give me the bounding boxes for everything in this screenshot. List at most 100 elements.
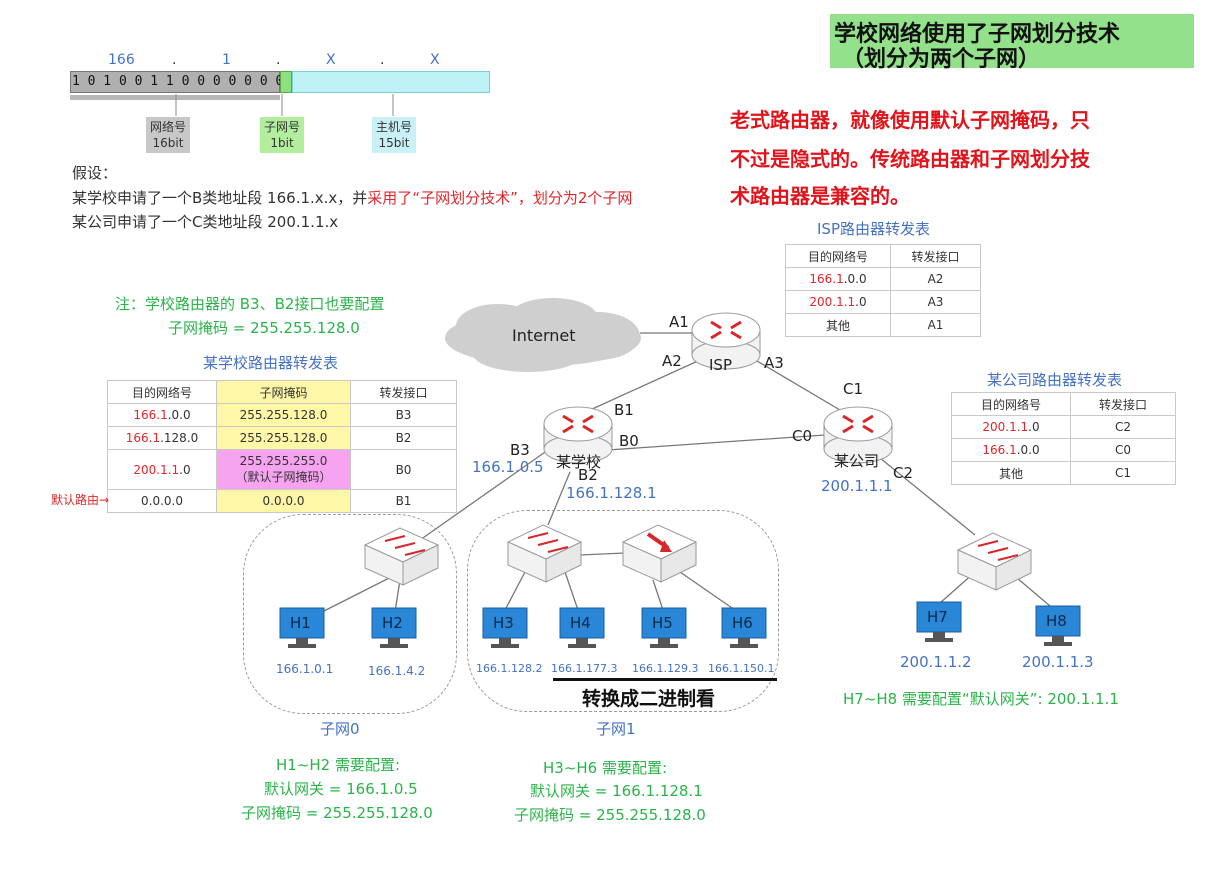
octet-label-4: X [430,52,440,68]
host-h2-ip: 166.1.4.2 [368,664,426,678]
table-row: 0.0.0.0 0.0.0.0 B1 [107,489,457,513]
assumption-heading: 假设： [72,164,118,182]
h3h6-config-gw: 默认网关 = 166.1.128.1 [530,782,703,800]
port-b2: B2 [578,466,598,484]
hub-subnet1-right-icon [621,524,698,583]
h1h2-config-gw: 默认网关 = 166.1.0.5 [264,780,418,798]
host-h6-icon [721,607,767,648]
host-bits-label: 主机号 15bit [372,117,417,153]
subnet0-region [243,514,457,714]
network-bits-label: 网络号 16bit [146,117,191,153]
school-router-icon [543,406,613,464]
internet-label: Internet [512,326,576,345]
table-row: 166.1.0.0 A2 [785,267,981,291]
host-h3-ip: 166.1.128.2 [476,662,543,675]
company-routing-table: 目的网络号 转发接口 200.1.1.0 C2 166.1.0.0 C0 其他 … [951,392,1176,485]
table-row: 166.1.0.0 C0 [951,438,1176,462]
host-h6-name: H6 [732,614,753,632]
school-routing-table: 目的网络号 子网掩码 转发接口 166.1.0.0 255.255.128.0 … [107,380,457,513]
port-c1: C1 [843,380,864,398]
table-row: 其他 A1 [785,313,981,337]
table-row: 166.1.0.0 255.255.128.0 B3 [107,403,457,427]
subnet-bit-block [280,71,292,93]
subnet0-label: 子网0 [320,720,360,738]
isp-routing-table: 目的网络号 转发接口 166.1.0.0 A2 200.1.1.0 A3 其他 … [785,244,981,337]
title-line-2: （划分为两个子网） [842,47,1041,72]
port-c0: C0 [792,427,813,445]
table-row: 其他 C1 [951,461,1176,485]
title-line-1: 学校网络使用了子网划分技术 [834,22,1121,47]
table-header-row: 目的网络号 子网掩码 转发接口 [107,380,457,404]
note-line-2: 子网掩码 = 255.255.128.0 [168,319,360,337]
company-table-title: 某公司路由器转发表 [987,371,1123,389]
isp-label: ISP [709,356,732,374]
ip-b3: 166.1.0.5 [472,458,544,476]
h7h8-config: H7~H8 需要配置“默认网关”: 200.1.1.1 [843,690,1119,708]
host-h3-name: H3 [493,614,514,632]
convert-underline [553,678,777,681]
isp-router-icon [691,312,761,370]
octet-label-3: X [326,52,336,68]
subnet-bits-label: 子网号 1bit [260,117,305,153]
ip-bit-strip: 1 0 1 0 0 1 1 0 0 0 0 0 0 0 0 1 [70,71,490,93]
table-row: 200.1.1.0 C2 [951,415,1176,439]
network-bits-text: 1 0 1 0 0 1 1 0 0 0 0 0 0 0 0 1 [72,74,315,89]
internet-cloud [445,298,641,372]
table-row: 200.1.1.0 255.255.255.0（默认子网掩码） B0 [107,449,457,490]
red-note-line-1: 老式路由器，就像使用默认子网掩码，只 [730,108,1090,132]
assumption-line-1: 某学校申请了一个B类地址段 166.1.x.x，并采用了“子网划分技术”，划分为… [72,189,633,207]
assumption-line-2: 某公司申请了一个C类地址段 200.1.1.x [72,213,339,231]
host-h8-icon [1035,605,1081,646]
host-h5-ip: 166.1.129.3 [632,662,699,675]
host-h7-name: H7 [927,608,948,626]
ip-b2: 166.1.128.1 [566,484,657,502]
company-router-icon [823,406,893,464]
red-note-line-3: 术路由器是兼容的。 [730,184,910,208]
octet-dot-1: . [172,52,177,68]
h3h6-config-title: H3~H6 需要配置: [543,759,668,777]
subnet1-label: 子网1 [596,720,636,738]
port-b0: B0 [619,432,639,450]
host-h1-icon [279,607,325,648]
port-c2: C2 [893,464,914,482]
school-router-label: 某学校 [556,453,602,471]
h1h2-config-title: H1~H2 需要配置: [276,756,401,774]
host-h4-ip: 166.1.177.3 [551,662,618,675]
host-bits-block [292,71,490,93]
note-line-1: 注：学校路由器的 B3、B2接口也要配置 [115,295,385,313]
red-note-line-2: 不过是隐式的。传统路由器和子网划分技 [730,147,1090,171]
port-b1: B1 [614,401,634,419]
host-h1-name: H1 [290,614,311,632]
host-h3-icon [482,607,528,648]
host-h8-name: H8 [1046,612,1067,630]
network-underline [70,95,280,100]
host-h4-name: H4 [570,614,591,632]
host-h6-ip: 166.1.150.1 [708,662,775,675]
port-a1: A1 [669,313,689,331]
table-header-row: 目的网络号 转发接口 [785,244,981,268]
octet-dot-3: . [380,52,385,68]
table-row: 166.1.128.0 255.255.128.0 B2 [107,426,457,450]
host-h8-ip: 200.1.1.3 [1022,653,1094,671]
table-row: 200.1.1.0 A3 [785,290,981,314]
host-h4-icon [559,607,605,648]
isp-table-title: ISP路由器转发表 [817,220,930,238]
host-h7-ip: 200.1.1.2 [900,653,972,671]
octet-label-2: 1 [222,52,231,68]
octet-dot-2: . [276,52,281,68]
default-route-label: 默认路由→ [51,493,110,507]
network-bits-block [70,71,280,93]
host-h2-name: H2 [382,614,403,632]
convert-note: 转换成二进制看 [582,688,716,710]
host-h1-ip: 166.1.0.1 [276,662,334,676]
h1h2-config-mask: 子网掩码 = 255.255.128.0 [241,804,433,822]
host-h5-name: H5 [652,614,673,632]
school-table-title: 某学校路由器转发表 [203,354,339,372]
port-a3: A3 [764,354,784,372]
port-a2: A2 [662,352,682,370]
switch-company-icon [956,532,1033,591]
host-h2-icon [371,607,417,648]
